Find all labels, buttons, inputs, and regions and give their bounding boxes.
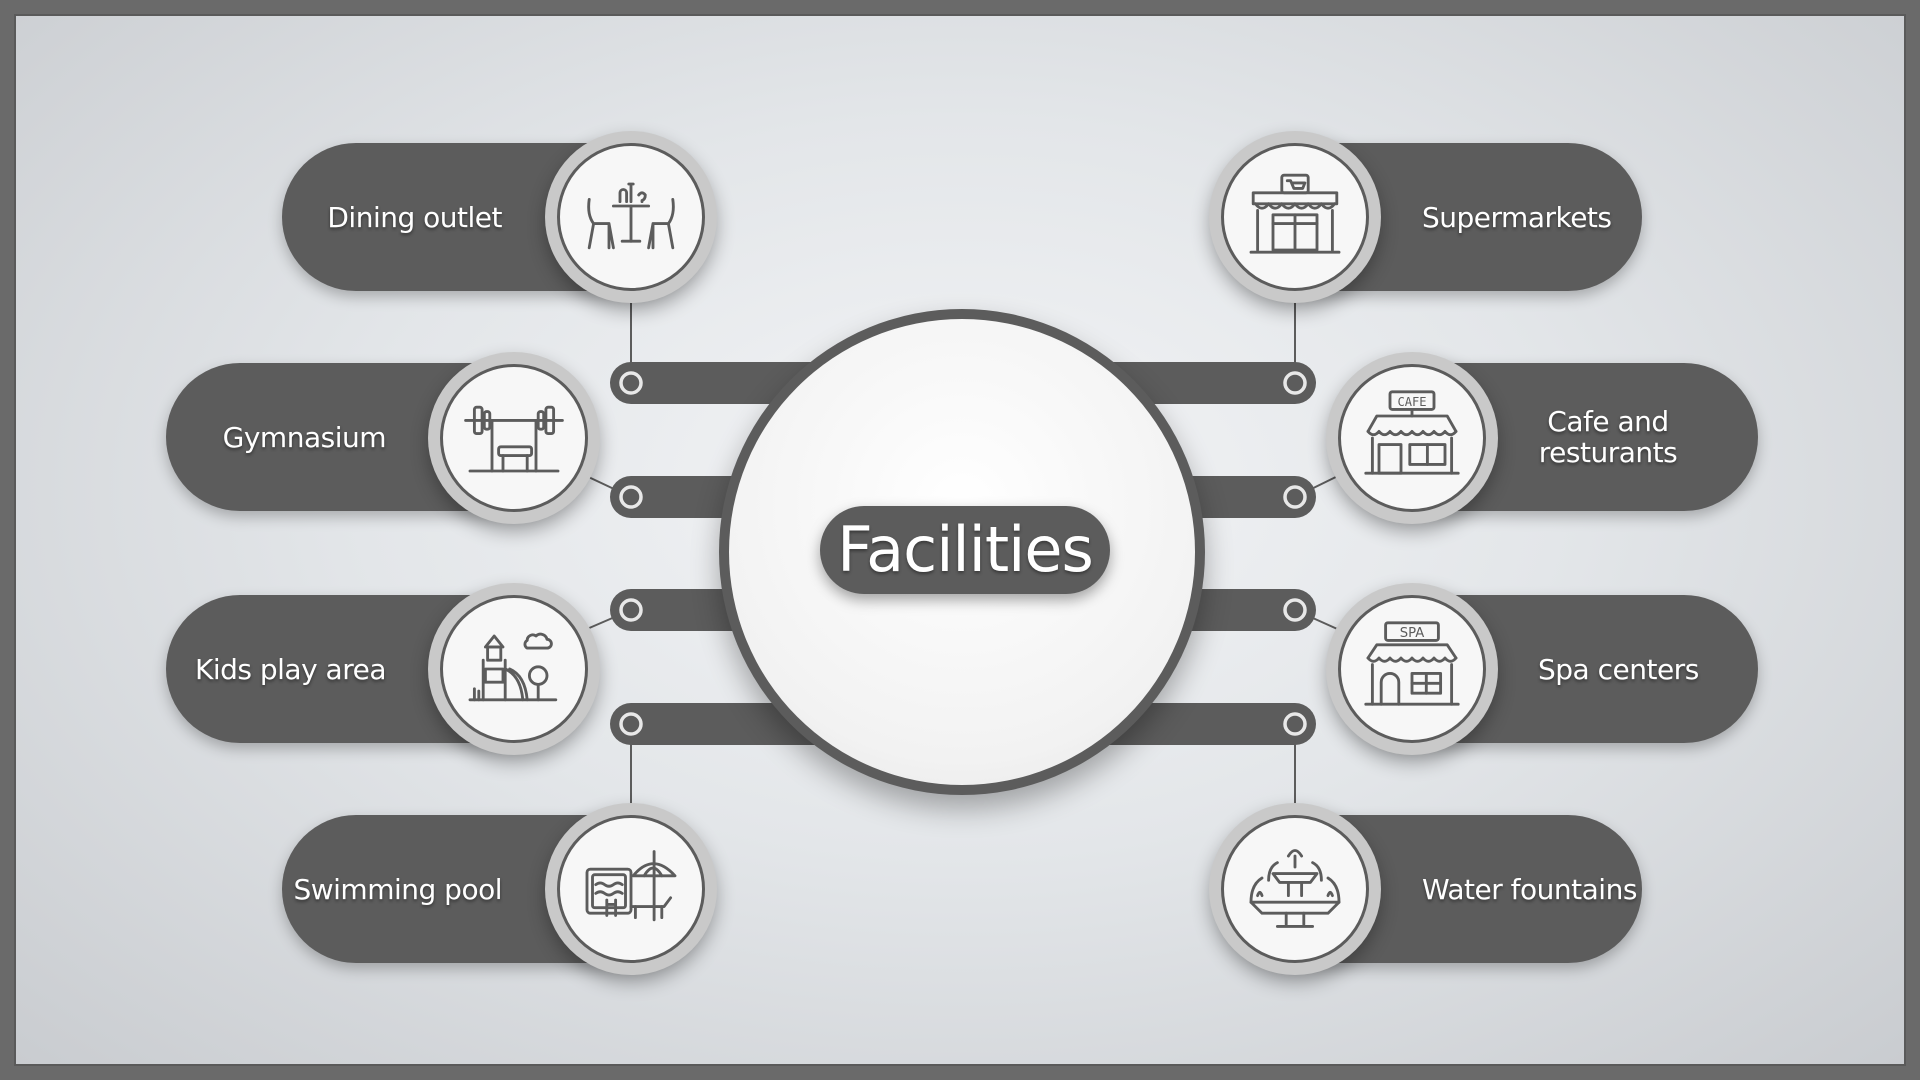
item-label-pool: Swimming pool (293, 872, 502, 906)
center-title: Facilities (820, 506, 1110, 594)
icon-badge-cafe: CAFE (1326, 352, 1498, 524)
icon-badge-kids (428, 583, 600, 755)
fountain-icon (1249, 849, 1341, 928)
item-label-kids: Kids play area (194, 652, 387, 686)
cafe-sign-text: CAFE (1397, 395, 1426, 409)
item-label-gym: Gymnasium (222, 420, 387, 454)
pool-umbrella-icon (585, 850, 677, 922)
item-label-spa: Spa centers (1538, 652, 1699, 686)
spa-store-icon: SPA (1364, 621, 1460, 706)
item-label-cafe-line1: Cafe and (1547, 405, 1669, 438)
supermarket-icon (1249, 173, 1341, 254)
icon-badge-dining (545, 131, 717, 303)
icon-badge-pool (545, 803, 717, 975)
icon-badge-fountain (1209, 803, 1381, 975)
icon-badge-spa: SPA (1326, 583, 1498, 755)
barbell-bench-icon (464, 405, 564, 473)
icon-badge-super (1209, 131, 1381, 303)
cafe-store-icon: CAFE (1364, 390, 1460, 475)
item-label-cafe-line2: resturants (1538, 436, 1678, 469)
playground-icon (468, 632, 558, 702)
item-label-dining: Dining outlet (327, 200, 502, 234)
item-label-fountain: Water fountains (1422, 872, 1637, 906)
icon-badge-gym (428, 352, 600, 524)
item-label-super: Supermarkets (1422, 200, 1612, 234)
dining-table-icon (587, 182, 675, 250)
spa-sign-text: SPA (1400, 626, 1425, 641)
